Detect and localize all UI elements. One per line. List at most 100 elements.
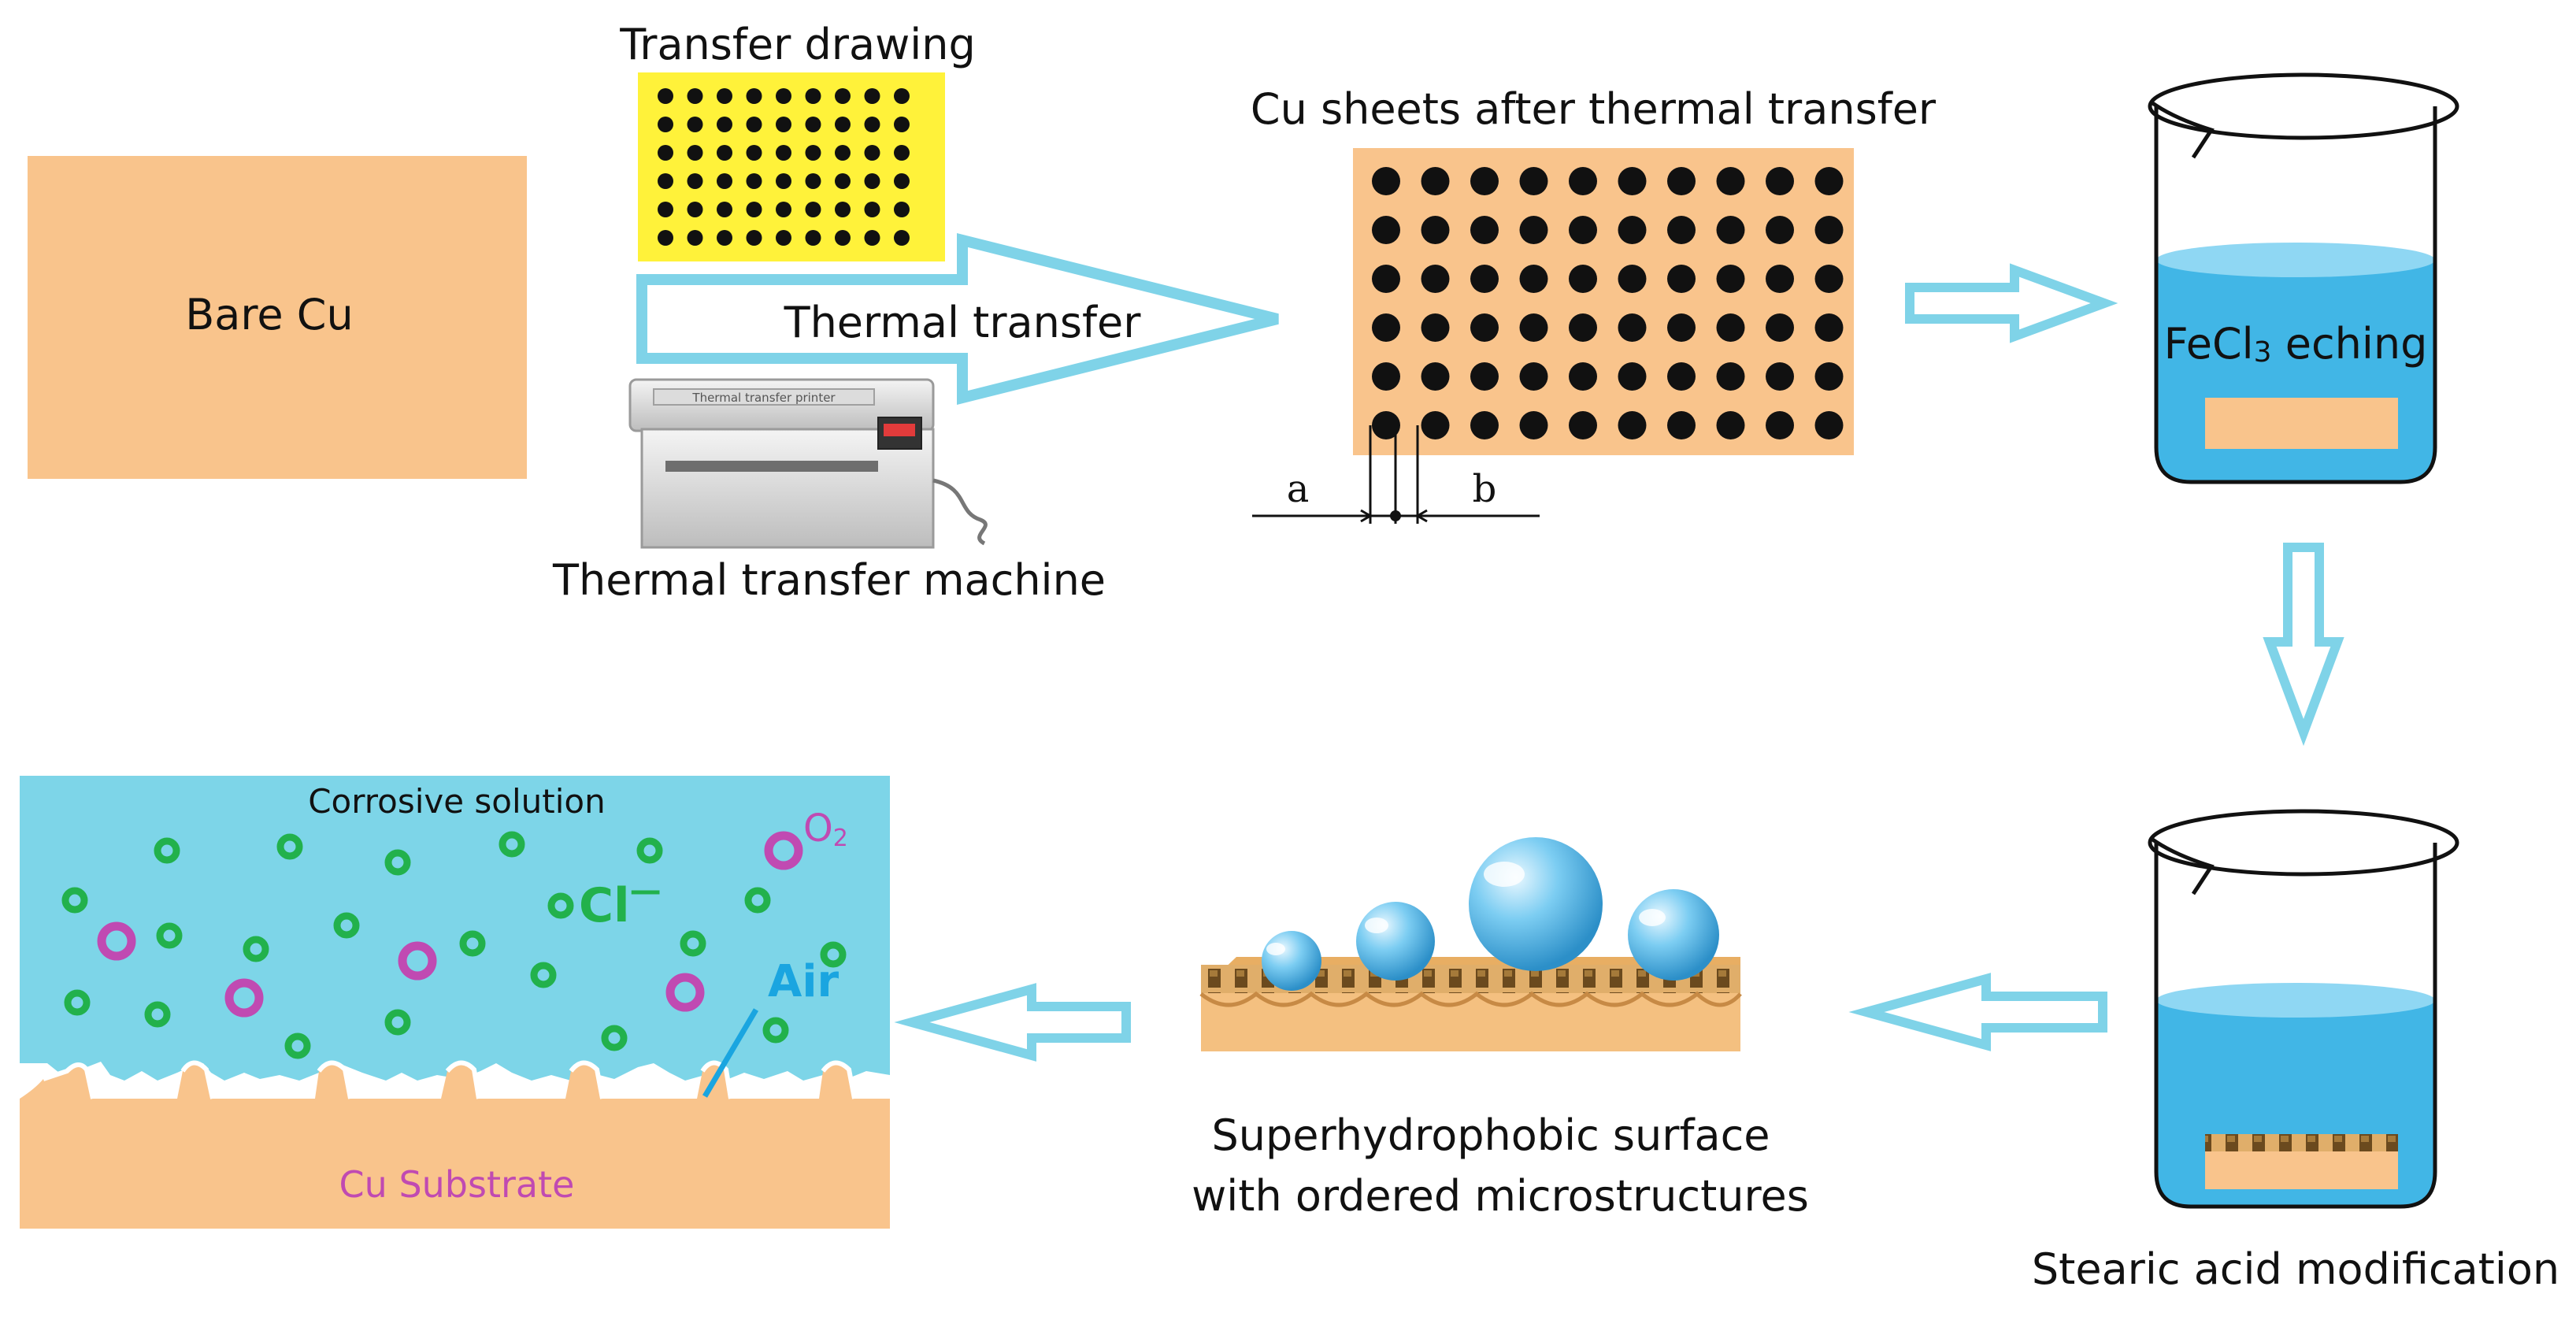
sheet-dot	[1372, 362, 1400, 391]
sheet-dot	[1667, 265, 1696, 293]
cl-ion-icon	[636, 837, 663, 864]
transfer-dot	[805, 145, 821, 161]
transfer-dot	[658, 117, 673, 132]
corrosion-panel	[20, 776, 890, 1229]
transfer-dot	[687, 145, 703, 161]
transfer-dot	[746, 117, 762, 132]
o2-molecule-icon	[224, 978, 264, 1018]
transfer-dot	[658, 173, 673, 189]
transfer-dot	[864, 173, 880, 189]
air-pointer-line	[702, 1008, 759, 1098]
fecl3-etching-label: FeCl3 eching	[2164, 319, 2428, 369]
sheet-dot	[1421, 216, 1450, 244]
transfer-dot	[894, 145, 910, 161]
transfer-dot	[805, 202, 821, 217]
cl-ion-icon	[333, 912, 360, 939]
o2-molecule-group	[97, 831, 803, 1018]
transfer-dot	[687, 88, 703, 104]
o2-molecule-icon	[398, 941, 437, 981]
transfer-dot	[805, 88, 821, 104]
fecl3-suffix: eching	[2272, 319, 2428, 369]
cu-sheets-after-label: Cu sheets after thermal transfer	[1251, 84, 1937, 134]
sheet-dot	[1421, 362, 1450, 391]
beaker-icon	[2148, 809, 2459, 1209]
transfer-dot	[746, 230, 762, 246]
sheet-dot	[1716, 362, 1745, 391]
o2-molecule-icon	[665, 973, 705, 1012]
transfer-dot	[658, 145, 673, 161]
cl-ion-icon	[384, 1009, 411, 1036]
thermal-transfer-label: Thermal transfer	[784, 298, 1142, 347]
sheet-dot	[1519, 411, 1548, 439]
sheet-dot	[1766, 167, 1794, 195]
sheet-dot	[1618, 362, 1647, 391]
sheet-dot	[1519, 216, 1548, 244]
transfer-dot	[776, 230, 791, 246]
cl-ion-icon	[601, 1025, 628, 1051]
transfer-dot	[835, 230, 851, 246]
sheet-dot	[1372, 167, 1400, 195]
beaker-icon	[2148, 72, 2459, 484]
transfer-dot	[805, 117, 821, 132]
sheet-dot	[1569, 167, 1597, 195]
sheet-dot	[1814, 167, 1844, 195]
transfer-drawing-label: Transfer drawing	[619, 20, 976, 69]
transfer-dot	[805, 230, 821, 246]
transfer-dot	[658, 230, 673, 246]
cl-ion-icon	[284, 1033, 311, 1059]
sheet-dot	[1569, 265, 1597, 293]
sheet-dot	[1716, 216, 1745, 244]
transfer-dot	[687, 230, 703, 246]
thermal-transfer-arrow-icon	[636, 233, 1279, 405]
transfer-dot	[776, 202, 791, 217]
sheet-dot	[1421, 313, 1450, 342]
sheet-dot	[1569, 216, 1597, 244]
sheet-dot	[1470, 265, 1499, 293]
cl-ion-label-marker	[547, 892, 574, 919]
cl-ion-icon	[276, 833, 303, 860]
cl-ion-icon	[64, 989, 91, 1016]
transfer-dot	[658, 202, 673, 217]
transfer-dot	[835, 145, 851, 161]
transfer-dot	[746, 88, 762, 104]
sheet-dot-grid	[1372, 167, 1844, 439]
sheet-dot	[1618, 313, 1647, 342]
transfer-dot	[894, 173, 910, 189]
arrow-left-icon	[894, 983, 1131, 1062]
cl-ion-group	[61, 831, 847, 1059]
sheet-dot	[1667, 167, 1696, 195]
cl-superscript: —	[630, 873, 662, 909]
sheet-dot	[1421, 411, 1450, 439]
transfer-dot	[776, 88, 791, 104]
transfer-dot	[687, 117, 703, 132]
dimension-annotation	[1252, 425, 1540, 524]
thermal-transfer-machine-label: Thermal transfer machine	[552, 555, 1106, 605]
cl-ion-icon	[156, 922, 183, 949]
transfer-dot	[864, 88, 880, 104]
transfer-drawing-paper	[638, 72, 945, 261]
sheet-dot	[1667, 362, 1696, 391]
printer-machine-icon: Thermal transfer printer	[628, 378, 988, 549]
sheet-dot	[1814, 216, 1844, 244]
transfer-dot	[894, 230, 910, 246]
transfer-dot	[894, 88, 910, 104]
transfer-dot	[717, 88, 732, 104]
arrow-left-icon	[1848, 973, 2107, 1051]
sheet-dot	[1766, 411, 1794, 439]
cl-ion-icon	[459, 930, 486, 957]
sheet-dot	[1519, 313, 1548, 342]
cl-ion-icon	[820, 941, 847, 968]
o2-subscript: 2	[833, 825, 848, 852]
o2-label: O2	[803, 806, 848, 852]
air-label: Air	[768, 956, 840, 1007]
sheet-dot	[1667, 411, 1696, 439]
transfer-dot	[864, 202, 880, 217]
transfer-dot	[776, 145, 791, 161]
transfer-dot	[776, 117, 791, 132]
sheet-dot	[1372, 313, 1400, 342]
transfer-dot	[864, 230, 880, 246]
transfer-dot	[717, 117, 732, 132]
transfer-dot	[687, 202, 703, 217]
arrow-right-icon	[1905, 263, 2118, 343]
